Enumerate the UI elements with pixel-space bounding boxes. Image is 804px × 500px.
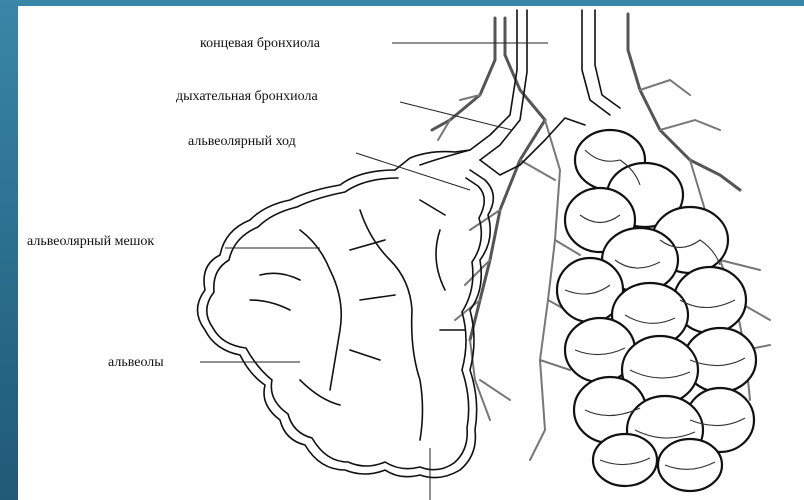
label-terminal-bronchiole: концевая бронхиола (200, 36, 321, 51)
alveolar-sac-left (198, 170, 494, 478)
label-alveolar-duct: альвеолярный ход (188, 134, 296, 149)
leader-respiratory-bronchiole (400, 102, 512, 130)
blood-vessels-left (432, 18, 580, 460)
label-respiratory-bronchiole: дыхательная бронхиола (176, 89, 318, 104)
leader-lines (200, 43, 548, 500)
label-alveoli: альвеолы (108, 355, 164, 370)
label-alveolar-sac: альвеолярный мешок (27, 234, 154, 249)
alveolar-clusters-right (557, 130, 756, 491)
